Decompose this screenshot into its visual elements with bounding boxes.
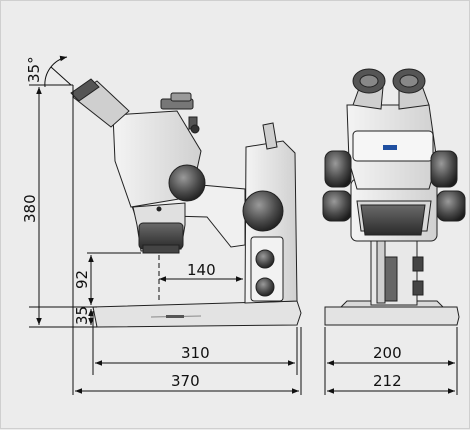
dim-base-depth-label: 310 — [181, 344, 210, 362]
front-zoom-left — [324, 150, 352, 188]
dim-front-width-label: 200 — [373, 344, 402, 362]
side-lower-knob-2 — [255, 277, 275, 297]
dim-height-total-label: 380 — [21, 194, 39, 223]
side-focus-knob — [242, 190, 284, 232]
front-zoom-right — [430, 150, 458, 188]
front-base — [324, 306, 460, 326]
dim-angle-label: 35° — [25, 56, 43, 83]
dim-reach-label: 140 — [187, 261, 216, 279]
side-zoom-knob — [168, 164, 206, 202]
dim-height-base-label: 35 — [73, 306, 91, 325]
side-view — [70, 78, 302, 328]
front-knob-right — [436, 190, 466, 222]
side-base — [92, 300, 302, 328]
front-knob-left — [322, 190, 352, 222]
dim-front-width-total-label: 212 — [373, 372, 402, 390]
side-lower-knob-1 — [255, 249, 275, 269]
dim-height-mid-label: 92 — [73, 270, 91, 289]
dim-total-depth-label: 370 — [171, 372, 200, 390]
front-view — [322, 68, 466, 326]
dimension-lines — [29, 55, 458, 395]
